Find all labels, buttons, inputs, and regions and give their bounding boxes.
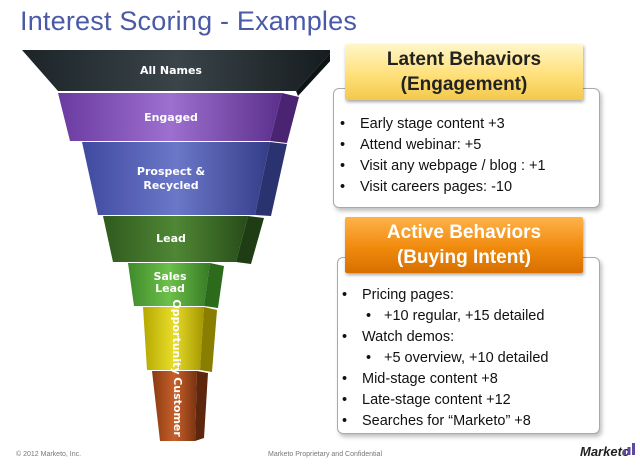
latent-header-line2: (Engagement) bbox=[400, 74, 528, 95]
page-title: Interest Scoring - Examples bbox=[20, 6, 358, 36]
marketo-logo-icon bbox=[623, 443, 635, 455]
active-item: Pricing pages: bbox=[340, 285, 599, 306]
funnel-label-sales-lead-line2: Lead bbox=[155, 282, 185, 295]
funnel-stage-all-names bbox=[22, 50, 330, 91]
footer-copyright: © 2012 Marketo, Inc. bbox=[16, 451, 82, 458]
active-behaviors-header: Active Behaviors (Buying Intent) bbox=[345, 217, 583, 273]
funnel-stage-customer bbox=[152, 371, 197, 441]
funnel-stage-engaged bbox=[58, 93, 282, 141]
active-behaviors-box: Pricing pages: +10 regular, +15 detailed… bbox=[337, 257, 600, 434]
funnel-stage-prospect bbox=[82, 142, 270, 215]
funnel-label-customer: Customer bbox=[171, 377, 184, 437]
funnel-stage-sales-lead-side bbox=[204, 263, 224, 308]
funnel-label-opportunity: Opportunity bbox=[170, 299, 183, 374]
funnel-label-all-names: All Names bbox=[140, 64, 202, 77]
funnel-label-engaged: Engaged bbox=[144, 111, 198, 124]
funnel-diagram: All Names Engaged Prospect & Recycled Le… bbox=[22, 50, 330, 441]
active-subitem: +10 regular, +15 detailed bbox=[340, 306, 599, 327]
active-item: Mid-stage content +8 bbox=[340, 369, 599, 390]
funnel-stage-opportunity-side bbox=[200, 307, 217, 372]
funnel-stage-opportunity bbox=[143, 307, 204, 370]
funnel-stage-lead-side bbox=[236, 216, 264, 264]
latent-behaviors-header: Latent Behaviors (Engagement) bbox=[345, 44, 583, 100]
active-header-line1: Active Behaviors bbox=[386, 222, 542, 243]
latent-header-line1: Latent Behaviors bbox=[386, 49, 542, 70]
latent-item: Visit careers pages: -10 bbox=[338, 177, 599, 198]
funnel-label-prospect-line2: Recycled bbox=[143, 179, 198, 192]
funnel-label-prospect-line1: Prospect & bbox=[137, 165, 206, 178]
active-subitem: +5 overview, +10 detailed bbox=[340, 348, 599, 369]
funnel-stage-prospect-side bbox=[255, 142, 287, 216]
latent-behaviors-box: Early stage content +3 Attend webinar: +… bbox=[333, 88, 600, 208]
funnel-stage-lead bbox=[103, 216, 248, 262]
marketo-logo: Marketo bbox=[580, 444, 630, 459]
latent-item: Attend webinar: +5 bbox=[338, 135, 599, 156]
funnel-stage-engaged-side bbox=[270, 93, 299, 143]
funnel-stage-sales-lead bbox=[128, 263, 210, 306]
funnel-label-sales-lead-line1: Sales bbox=[153, 270, 187, 283]
footer-confidential: Marketo Proprietary and Confidential bbox=[268, 451, 383, 458]
funnel-label-lead: Lead bbox=[156, 232, 186, 245]
latent-item: Early stage content +3 bbox=[338, 114, 599, 135]
active-item: Late-stage content +12 bbox=[340, 390, 599, 411]
funnel-stage-customer-side bbox=[195, 371, 208, 441]
funnel-stage-all-names-side bbox=[296, 53, 330, 96]
active-item: Watch demos: bbox=[340, 327, 599, 348]
active-item: Searches for “Marketo” +8 bbox=[340, 411, 599, 432]
latent-item: Visit any webpage / blog : +1 bbox=[338, 156, 599, 177]
active-header-line2: (Buying Intent) bbox=[396, 247, 532, 268]
